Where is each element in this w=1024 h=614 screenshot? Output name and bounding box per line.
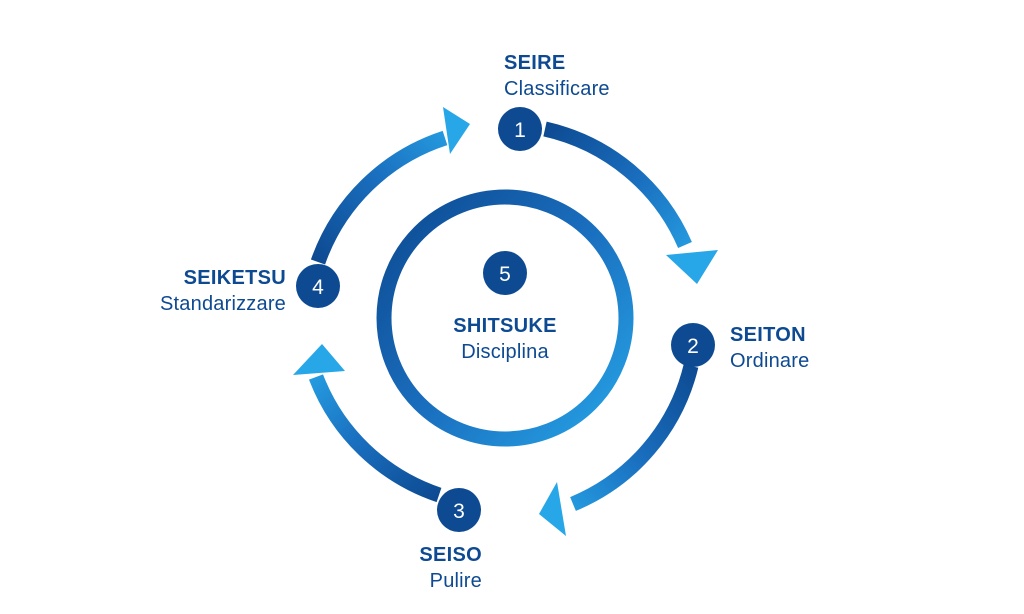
step-2-title: SEITON [730, 324, 806, 346]
badge-number-4: 4 [312, 276, 324, 299]
arrow-seiso-to-seiketsu [293, 344, 442, 503]
badge-step-3: 3 [437, 488, 481, 532]
badge-number-5: 5 [499, 263, 511, 286]
badge-number-3: 3 [453, 500, 465, 523]
step-5-title: SHITSUKE [453, 315, 557, 337]
step-1-subtitle: Classificare [504, 78, 610, 100]
arrow-seire-to-seiton [543, 121, 718, 284]
badge-step-2: 2 [671, 323, 715, 367]
step-4-title: SEIKETSU [183, 267, 286, 289]
step-5-subtitle: Disciplina [461, 341, 549, 363]
step-2-subtitle: Ordinare [730, 350, 810, 372]
step-3-subtitle: Pulire [429, 570, 482, 592]
badge-number-1: 1 [514, 119, 526, 142]
step-4-subtitle: Standarizzare [160, 293, 286, 315]
badge-number-2: 2 [687, 335, 699, 358]
step-3-title: SEISO [419, 544, 482, 566]
badge-step-1: 1 [498, 107, 542, 151]
step-1-title: SEIRE [504, 52, 566, 74]
inner-ring [376, 189, 634, 447]
arrow-seiketsu-to-seire [310, 107, 470, 265]
badge-step-5: 5 [483, 251, 527, 295]
badge-step-4: 4 [296, 264, 340, 308]
arrow-seiton-to-seiso [539, 364, 699, 536]
